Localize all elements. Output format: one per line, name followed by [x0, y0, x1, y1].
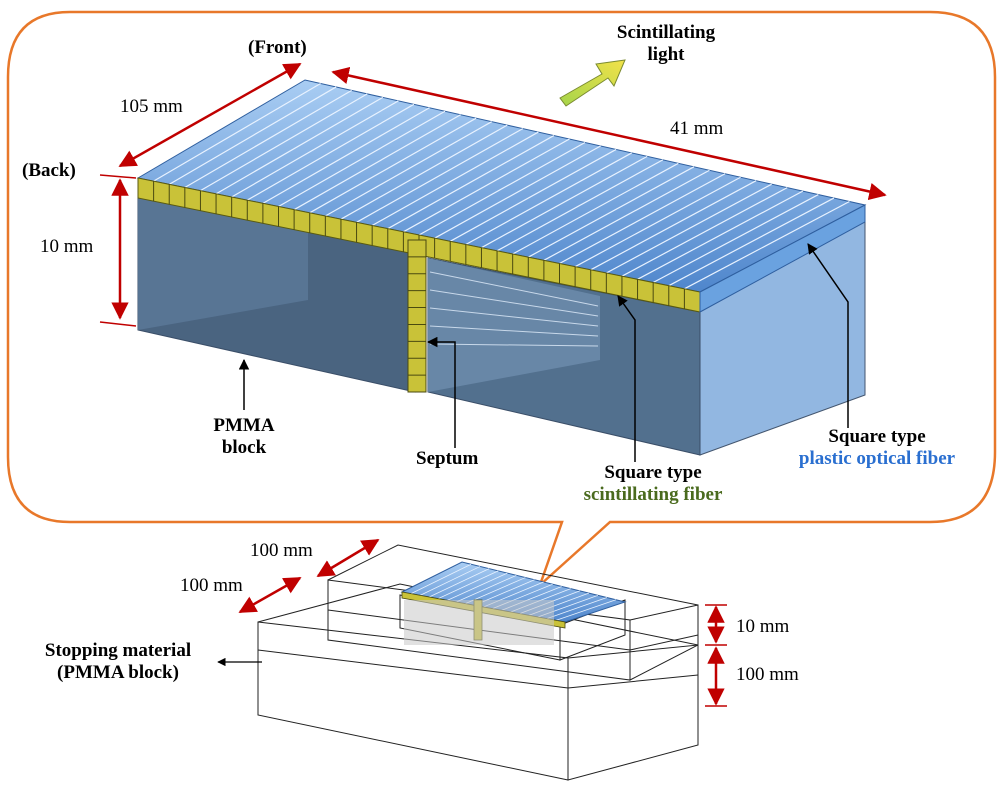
label-scint-light-line1: Scintillating — [616, 22, 716, 43]
label-front: (Front) — [248, 37, 307, 58]
small-pmma-face — [404, 600, 554, 645]
pmma-inner-right — [428, 258, 600, 392]
label-pmma-block: PMMA block — [204, 415, 284, 459]
label-scint-light-line2: light — [647, 44, 685, 65]
septum-cells — [408, 256, 426, 376]
small-fiber-line — [410, 563, 472, 595]
label-dim-100a: 100 mm — [180, 575, 243, 596]
label-dim-10-bottom: 10 mm — [736, 616, 790, 637]
septum-fiber — [407, 239, 427, 393]
dim-arrow-length — [331, 66, 887, 201]
label-stopping-material: Stopping material (PMMA block) — [18, 640, 218, 684]
small-fiber-line — [447, 572, 508, 601]
label-pmma-line2: block — [221, 437, 267, 458]
label-pmma-line1: PMMA — [213, 415, 275, 436]
label-scint-fiber-line2: scintillating fiber — [583, 484, 723, 505]
stopping-material-wireframe — [257, 544, 699, 781]
dim-arrow-100a — [238, 576, 302, 614]
label-pof-line1: Square type — [828, 426, 926, 447]
label-dim-100b: 100 mm — [250, 540, 313, 561]
scint-fiber-cells — [153, 181, 685, 309]
pof-pointer — [807, 243, 849, 428]
small-fiber-line — [546, 597, 608, 620]
label-stopping-line1: Stopping material — [44, 640, 192, 661]
label-pof: Square type plastic optical fiber — [772, 426, 982, 470]
label-pof-line2: plastic optical fiber — [798, 448, 956, 469]
dim-arrow-width — [118, 62, 302, 168]
label-scint-fiber-line1: Square type — [604, 462, 702, 483]
scint-pointer — [617, 295, 636, 462]
label-scint-light: Scintillating light — [596, 22, 736, 66]
fiber-line — [652, 194, 819, 284]
septum-pointer — [426, 336, 456, 448]
label-dim-height-top: 10 mm — [40, 236, 94, 257]
small-fiber-line — [438, 570, 499, 600]
label-septum: Septum — [416, 448, 479, 469]
fiber-line — [684, 200, 850, 290]
label-scint-fiber: Square type scintillating fiber — [558, 462, 748, 506]
label-dim-length-top: 41 mm — [670, 118, 724, 139]
fiber-line — [621, 187, 788, 277]
label-back: (Back) — [22, 160, 76, 181]
dim-arrow-100b — [316, 538, 380, 578]
small-fiber-line — [428, 568, 490, 598]
small-fiber-line — [555, 599, 617, 621]
rear-fiber-lines — [429, 271, 599, 347]
small-fiber-line — [419, 566, 481, 596]
fiber-line — [668, 197, 835, 287]
fiber-line — [637, 190, 804, 280]
pof-end — [699, 204, 866, 313]
pmma-inner-left — [138, 193, 308, 330]
small-fiber-line — [456, 574, 517, 603]
label-dim-100-bottom: 100 mm — [736, 664, 799, 685]
label-stopping-line2: (PMMA block) — [57, 662, 179, 683]
small-fiber-line — [465, 577, 526, 605]
label-dim-width-top: 105 mm — [120, 96, 183, 117]
